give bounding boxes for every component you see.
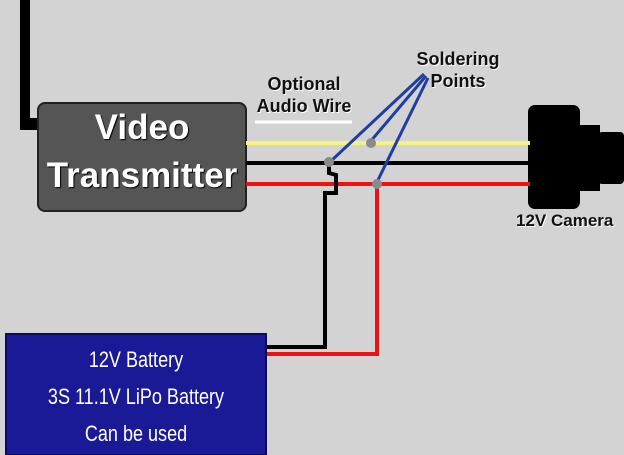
antenna-base bbox=[20, 118, 42, 130]
battery-power-wire bbox=[266, 184, 379, 356]
battery-line3: Can be used bbox=[84, 421, 188, 446]
battery-line1: 12V Battery bbox=[88, 347, 184, 372]
video-transmitter-box bbox=[37, 102, 247, 212]
transmitter-title: Video Transmitter bbox=[38, 104, 246, 200]
soldering-points-line1: Soldering bbox=[416, 49, 500, 69]
antenna bbox=[20, 0, 30, 130]
optional-audio-line2: Audio Wire bbox=[256, 96, 352, 116]
transmitter-title-line1: Video bbox=[94, 108, 190, 147]
solder-point-audio bbox=[366, 138, 376, 148]
battery-line2: 3S 11.1V LiPo Battery bbox=[47, 384, 225, 409]
battery-label: 12V Battery 3S 11.1V LiPo Battery Can be… bbox=[29, 341, 242, 452]
solder-point-ground bbox=[324, 157, 334, 167]
solder-point-power bbox=[372, 179, 382, 189]
transmitter-title-line2: Transmitter bbox=[46, 156, 238, 195]
soldering-pointer-lines bbox=[329, 72, 430, 183]
camera-label: 12V Camera bbox=[516, 211, 614, 230]
battery-box bbox=[5, 333, 267, 455]
optional-audio-line1: Optional bbox=[267, 74, 341, 94]
soldering-points-line2: Points bbox=[430, 71, 486, 91]
optional-audio-label: Optional Audio Wire bbox=[250, 73, 358, 117]
battery-ground-wire bbox=[266, 163, 338, 349]
camera-icon bbox=[528, 105, 624, 209]
soldering-points-label: Soldering Points bbox=[404, 48, 512, 92]
